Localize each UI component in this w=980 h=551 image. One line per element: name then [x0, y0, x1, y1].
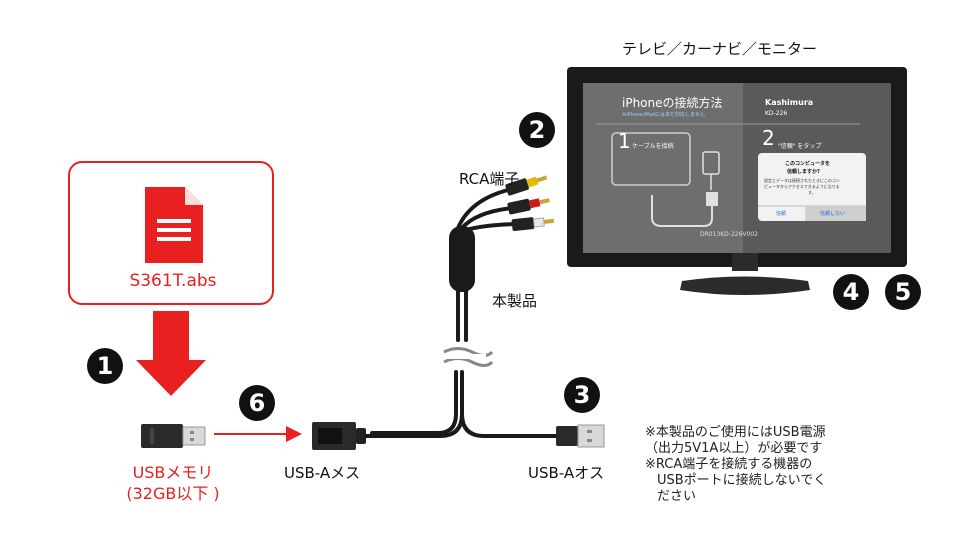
file-box: S361T.abs [68, 161, 274, 305]
screen-subtitle: ※iPhone/iPadには未だ対応しません [622, 112, 706, 118]
usb-a-female-label: USB-Aメス [284, 464, 361, 482]
screen-title: iPhoneの接続方法 [622, 96, 723, 110]
screen-trust-button: 信頼 [776, 211, 787, 217]
down-arrow [136, 311, 206, 396]
screen-dialog-body1: 設定とデータは接続されたときにこのコン [764, 178, 840, 183]
screen-footer-code: DR013KD-226V002 [700, 231, 758, 238]
product-label: 本製品 [492, 292, 538, 310]
screen-illustration [596, 123, 866, 227]
rca-plug-red [507, 198, 550, 215]
screen-step1-number: 1 [618, 129, 631, 153]
screen-model: KD-226 [765, 110, 788, 117]
screen-brand: Kashimura [765, 98, 814, 107]
step-badge-3: 3 [564, 377, 600, 413]
screen-dialog-body3: す。 [808, 190, 816, 195]
screen-dialog-title2: 信頼しますか? [787, 169, 820, 175]
file-name: S361T.abs [129, 271, 217, 291]
step-badge-4: 4 [833, 274, 869, 310]
rca-label: RCA端子 [459, 170, 520, 188]
usb-a-female-connector [312, 422, 366, 450]
note-line: （出力5V1A以上）が必要です [645, 441, 823, 456]
rca-plug-yellow [505, 175, 548, 196]
usb-a-male-label: USB-Aオス [528, 464, 605, 482]
product-body [449, 226, 475, 292]
step-badge-5: 5 [885, 274, 921, 310]
screen-dialog-title1: このコンピュータを [785, 161, 831, 167]
step-badge-6: 6 [239, 385, 275, 421]
rca-branches [456, 188, 517, 232]
screen-step1-text: ケーブルを接続 [632, 143, 674, 150]
tv-title: テレビ／カーナビ／モニター [622, 40, 818, 58]
usb-memory-label: USBメモリ (32GB以下 ) [103, 462, 243, 504]
usb-memory-stick [141, 424, 206, 448]
note-line: ださい [657, 489, 697, 504]
notes: ※本製品のご使用にはUSB電源 （出力5V1A以上）が必要です ※RCA端子を接… [645, 425, 826, 505]
screen-dont-trust-button: 信頼しない [820, 211, 846, 217]
usb-memory-label-line2: (32GB以下 ) [126, 484, 220, 503]
usb-memory-label-line1: USBメモリ [132, 463, 214, 482]
right-arrow [214, 426, 302, 442]
note-line: ※本製品のご使用にはUSB電源 [645, 425, 826, 440]
cable [364, 288, 558, 438]
step-badge-2: 2 [519, 112, 555, 148]
usb-a-male-connector [556, 424, 605, 448]
document-icon [145, 187, 203, 263]
step-badge-1: 1 [87, 348, 123, 384]
note-line: ※RCA端子を接続する機器の [645, 457, 813, 472]
screen-step2-number: 2 [762, 126, 775, 150]
note-line: USBポートに接続しないでく [657, 473, 827, 488]
screen-step2-text: "信頼" をタップ [778, 143, 822, 150]
cable-break [443, 347, 494, 367]
rca-plug-white [511, 217, 555, 232]
screen-dialog-body2: ピュータからアクセスできるようになりま [764, 184, 840, 189]
